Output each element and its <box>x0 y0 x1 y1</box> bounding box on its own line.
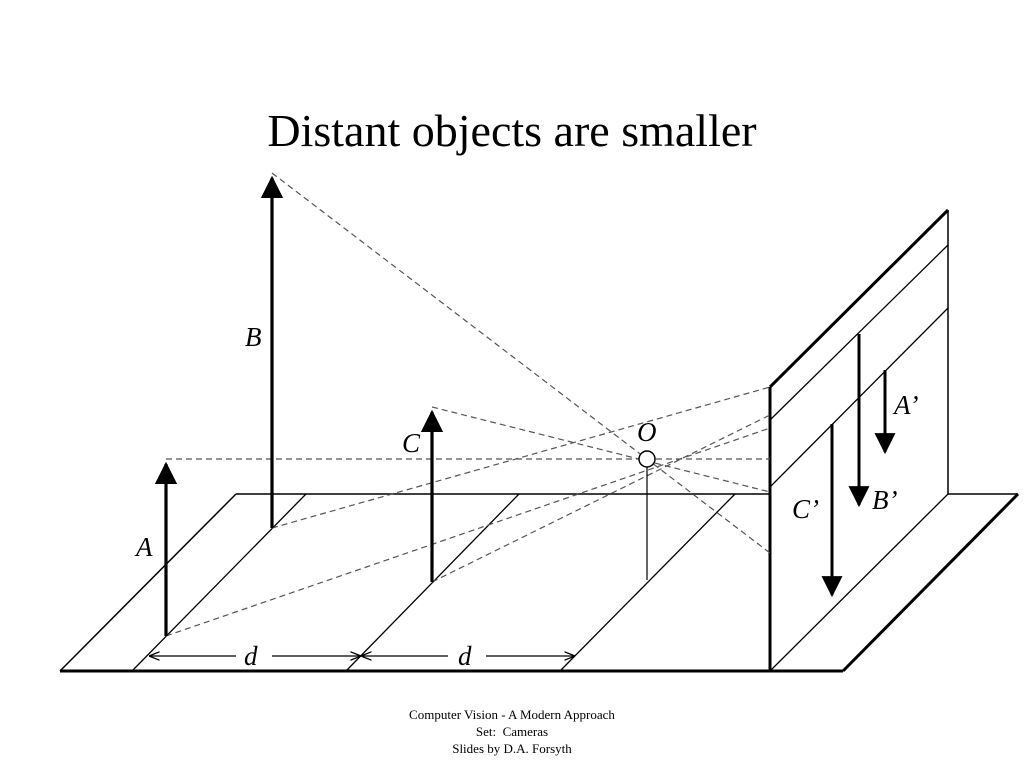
label-c: C <box>402 428 421 458</box>
label-b: B <box>245 322 262 352</box>
label-a-prime: A’ <box>892 390 918 420</box>
footer-line-1: Computer Vision - A Modern Approach <box>409 707 615 722</box>
footer-line-3: Slides by D.A. Forsyth <box>452 741 572 756</box>
slide-title: Distant objects are smaller <box>267 105 757 156</box>
ground-plane <box>59 493 770 673</box>
projection-rays <box>165 172 771 637</box>
image-plane <box>768 208 1020 673</box>
footer-line-2: Set: Cameras <box>475 724 549 739</box>
slide-footer: Computer Vision - A Modern Approach Set:… <box>0 706 1024 757</box>
pinhole-icon <box>638 450 656 468</box>
label-b-prime: B’ <box>872 485 897 515</box>
label-d-second: d <box>458 641 472 671</box>
label-c-prime: C’ <box>792 494 819 524</box>
label-o: O <box>637 417 657 447</box>
label-a: A <box>134 532 153 562</box>
label-d-first: d <box>244 641 258 671</box>
